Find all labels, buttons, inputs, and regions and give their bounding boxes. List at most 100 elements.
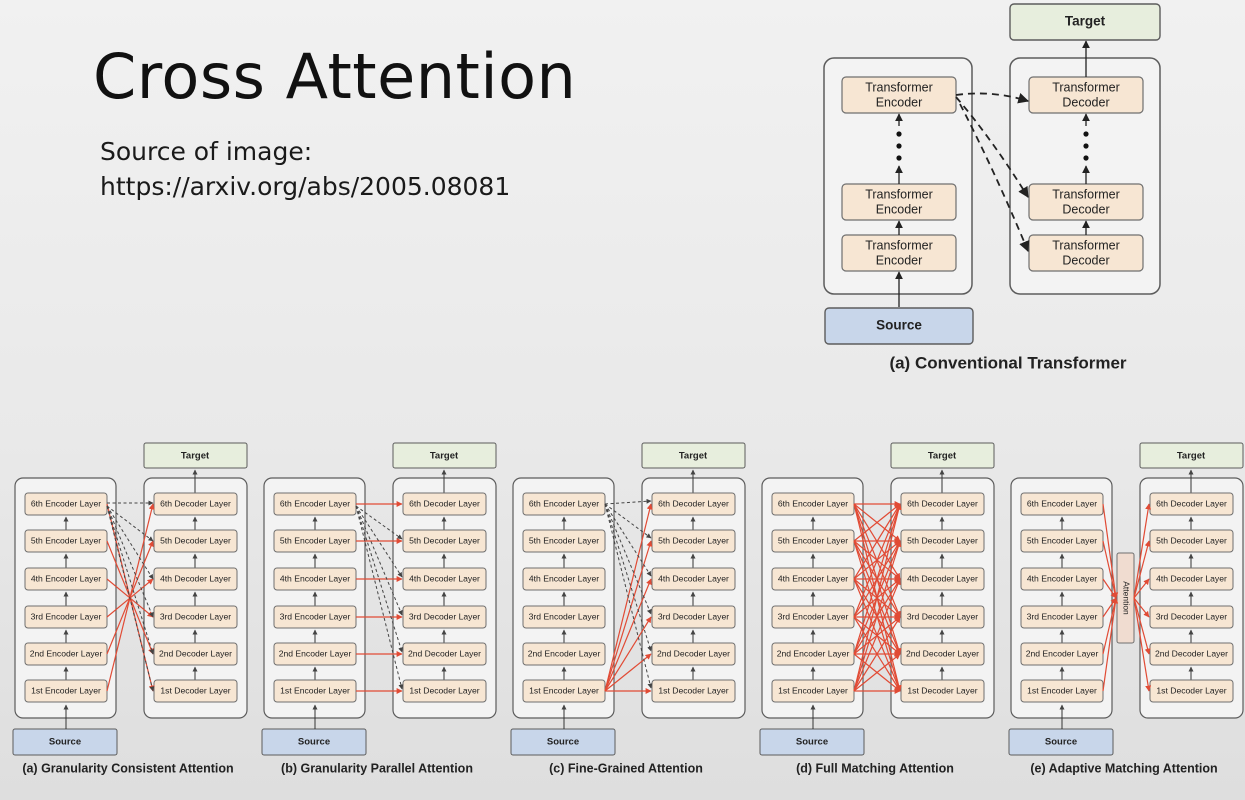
encoder-layer-box	[522, 567, 606, 591]
decoder-layer-label: 4th Decoder Layer	[658, 573, 729, 583]
decoder-layer-box	[1149, 567, 1234, 591]
attention-red-arrow	[604, 578, 652, 692]
decoder-layer-box	[402, 529, 487, 553]
decoder-layer-label: 1st Decoder Layer	[409, 685, 479, 695]
cross-attention-dashed-arrow	[955, 96, 1029, 198]
decoder-layer-label: 2nd Decoder Layer	[906, 648, 979, 658]
source-box	[759, 728, 865, 756]
encoder-layer-label: 2nd Encoder Layer	[777, 648, 850, 658]
transformer-encoder-label: Encoder	[876, 253, 923, 267]
source-label: Source	[547, 737, 579, 748]
attention-dashed-arrow	[106, 505, 154, 618]
target-box	[641, 442, 746, 469]
encoder-layer-label: 3rd Encoder Layer	[280, 611, 351, 621]
attention-red-arrow	[604, 653, 652, 692]
decoder-layer-box	[153, 605, 238, 629]
decoder-layer-label: 3rd Decoder Layer	[907, 611, 978, 621]
attention-dashed-arrow	[604, 503, 653, 689]
attention-red-arrow	[853, 503, 902, 692]
decoder-layer-label: 5th Decoder Layer	[160, 535, 231, 545]
source-box	[510, 728, 616, 756]
target-label: Target	[928, 451, 957, 462]
decoder-layer-box	[402, 642, 487, 666]
decoder-layer-label: 2nd Decoder Layer	[159, 648, 232, 658]
attention-red-arrow	[853, 540, 902, 692]
encoder-layer-label: 2nd Encoder Layer	[279, 648, 352, 658]
attention-dashed-arrow	[106, 505, 155, 655]
attention-dashed-arrow	[604, 503, 653, 652]
encoder-layer-label: 2nd Encoder Layer	[30, 648, 103, 658]
attention-red-arrow	[853, 503, 901, 618]
attention-red-arrow	[1133, 503, 1152, 599]
slide-title: Cross Attention	[93, 40, 577, 113]
encoder-layer-label: 4th Encoder Layer	[529, 573, 599, 583]
encoder-layer-label: 6th Encoder Layer	[529, 498, 599, 508]
decoder-layer-label: 6th Decoder Layer	[160, 498, 231, 508]
attention-dashed-arrow	[106, 505, 154, 542]
target-label: Target	[1065, 14, 1106, 29]
encoder-layer-box	[522, 642, 606, 666]
ellipsis-dot	[896, 143, 902, 149]
source-label: Source	[876, 318, 922, 333]
conventional-transformer-diagram: TransformerEncoderTransformerEncoderTran…	[823, 3, 1161, 372]
encoder-layer-label: 4th Encoder Layer	[31, 573, 101, 583]
attention-red-arrow	[853, 503, 901, 580]
attention-dashed-arrow	[106, 505, 154, 580]
decoder-layer-box	[1149, 605, 1234, 629]
transformer-encoder-label: Encoder	[876, 95, 923, 109]
transformer-encoder-label: Transformer	[865, 238, 933, 252]
decoder-layer-label: 3rd Decoder Layer	[658, 611, 729, 621]
target-label: Target	[679, 451, 708, 462]
encoder-layer-label: 4th Encoder Layer	[1027, 573, 1097, 583]
encoder-layer-label: 6th Encoder Layer	[778, 498, 848, 508]
source-label: Source of image:	[100, 137, 313, 166]
decoder-layer-label: 4th Decoder Layer	[907, 573, 978, 583]
variant-caption: (e) Adaptive Matching Attention	[1030, 761, 1217, 775]
transformer-decoder-label: Transformer	[1052, 80, 1120, 94]
attention-red-arrow	[604, 540, 653, 692]
ellipsis-dot	[896, 155, 902, 161]
source-label: Source	[49, 737, 81, 748]
attention-red-arrow	[853, 578, 901, 692]
source-box	[261, 728, 367, 756]
encoder-layer-label: 6th Encoder Layer	[280, 498, 350, 508]
attention-dashed-arrow	[355, 505, 404, 690]
ellipsis-dot	[896, 131, 902, 137]
target-box	[1009, 3, 1161, 41]
source-url: https://arxiv.org/abs/2005.08081	[100, 172, 511, 201]
target-label: Target	[430, 451, 459, 462]
variant-caption: (c) Fine-Grained Attention	[549, 761, 703, 775]
encoder-layer-label: 3rd Encoder Layer	[529, 611, 600, 621]
encoder-layer-label: 5th Encoder Layer	[280, 535, 350, 545]
decoder-layer-label: 4th Decoder Layer	[1156, 573, 1227, 583]
attention-dashed-arrow	[355, 505, 404, 653]
decoder-layer-box	[402, 492, 487, 516]
decoder-layer-box	[402, 679, 487, 703]
decoder-layer-label: 6th Decoder Layer	[409, 498, 480, 508]
encoder-layer-label: 5th Encoder Layer	[529, 535, 599, 545]
attention-red-arrow	[1133, 540, 1151, 599]
decoder-layer-label: 6th Decoder Layer	[658, 498, 729, 508]
source-label: Source	[1045, 737, 1077, 748]
encoder-layer-label: 1st Encoder Layer	[778, 685, 848, 695]
decoder-layer-label: 6th Decoder Layer	[1156, 498, 1227, 508]
encoder-layer-label: 6th Encoder Layer	[1027, 498, 1097, 508]
decoder-layer-label: 3rd Decoder Layer	[409, 611, 480, 621]
transformer-decoder-label: Decoder	[1062, 95, 1109, 109]
target-label: Target	[1177, 451, 1206, 462]
transformer-decoder-label: Transformer	[1052, 238, 1120, 252]
encoder-layer-box	[522, 605, 606, 629]
attention-dashed-arrow	[604, 503, 652, 539]
encoder-layer-box	[522, 529, 606, 553]
transformer-encoder-label: Encoder	[876, 202, 923, 216]
transformer-decoder-label: Decoder	[1062, 253, 1109, 267]
target-label: Target	[181, 451, 210, 462]
attention-dashed-arrow	[355, 505, 403, 540]
decoder-layer-label: 3rd Decoder Layer	[160, 611, 231, 621]
attention-red-arrow	[1102, 597, 1118, 655]
encoder-layer-label: 5th Encoder Layer	[1027, 535, 1097, 545]
attention-red-arrow	[604, 616, 652, 692]
